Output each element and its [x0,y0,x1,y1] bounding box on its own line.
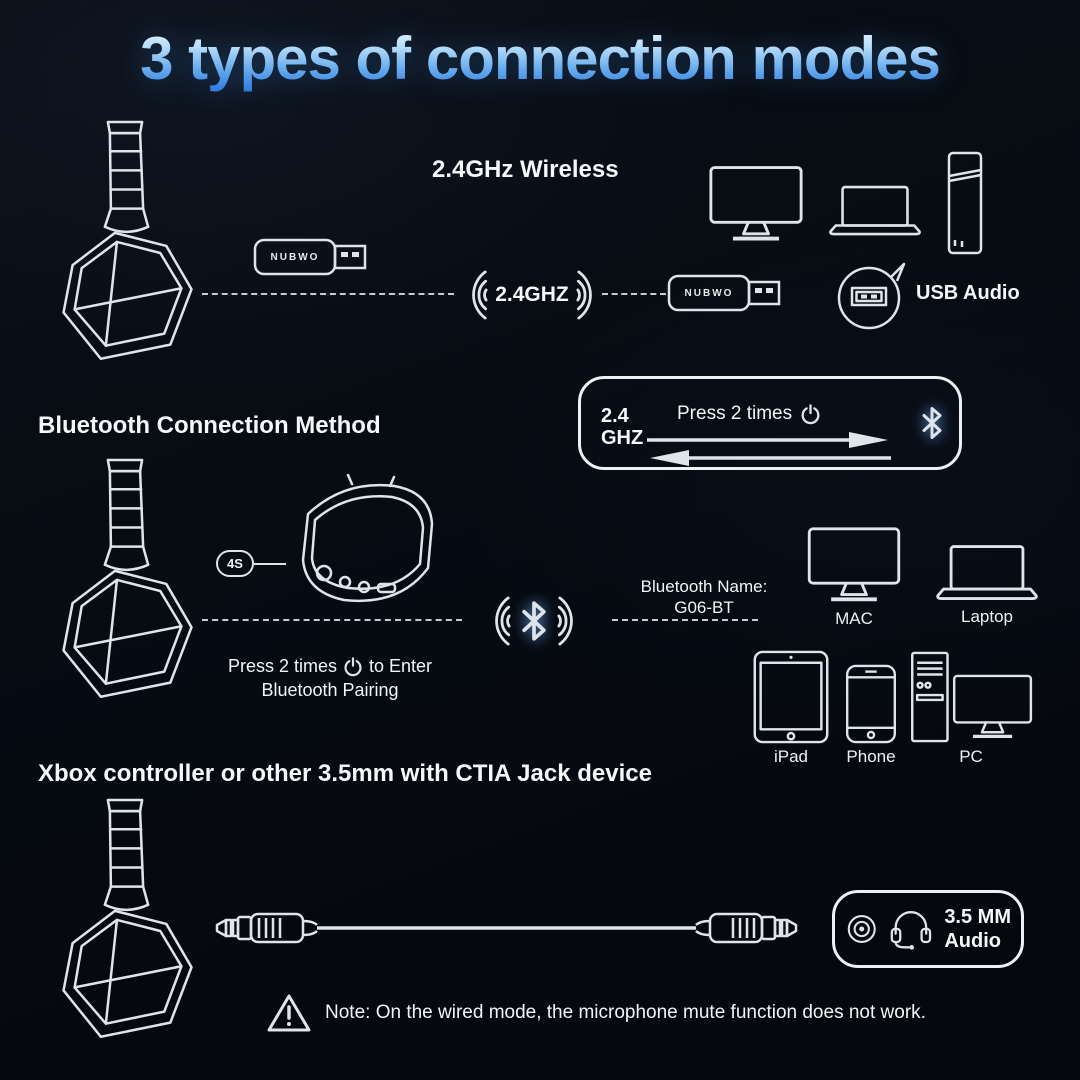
usb-dongle: NUBWO [252,232,374,282]
device-pc: PC [906,650,1036,767]
switch-arrows-icon [647,432,891,466]
frequency-label: 2.4 GHZ [601,405,643,449]
callout-line [254,563,286,565]
signal-waves-right-icon [576,267,600,323]
aux-audio-label: 3.5 MM Audio [944,905,1011,953]
press-before-label: Press 2 times [227,656,337,676]
usb-audio-icon [837,262,906,330]
signal-frequency-label: 2.4GHZ [495,283,569,306]
press-after-label: to Enter [368,656,433,676]
warning-icon [267,994,311,1032]
frequency-bottom: GHZ [601,427,644,449]
game-console-icon [947,151,983,255]
aux-audio-line1: 3.5 MM [944,906,1011,928]
device-label: MAC [835,609,873,628]
wired-heading: Xbox controller or other 3.5mm with CTIA… [38,760,652,787]
dongle-brand-label: NUBWO [684,287,734,299]
laptop-icon [828,180,922,242]
headset-mic-icon [891,911,932,950]
dashed-connector [202,619,462,621]
dashed-connector [202,293,454,295]
headset-illustration [50,796,202,1068]
device-ipad: iPad [752,650,830,767]
signal-waves-right-icon [557,593,581,649]
usb-audio-label: USB Audio [916,282,1020,304]
headset-illustration [50,456,202,728]
wired-note-text: Note: On the wired mode, the microphone … [325,1002,926,1023]
device-phone: Phone [842,664,900,767]
bluetooth-name: Bluetooth Name: G06-BT [628,576,780,618]
dongle-brand-label: NUBWO [270,251,320,263]
bluetooth-name-label: Bluetooth Name: [640,577,768,596]
wireless-signal: 2.4GHZ [456,266,608,324]
aux-audio-line2: Audio [944,930,1001,952]
press-instruction: Press 2 times [677,403,821,425]
bluetooth-press-instruction: Press 2 times to Enter Bluetooth Pairing [222,656,438,701]
press-label: Press 2 times [677,403,793,424]
dashed-connector [602,293,666,295]
bluetooth-signal [460,590,608,652]
earcup-controls-illustration [301,474,434,603]
monitor-icon [708,164,804,246]
bluetooth-heading: Bluetooth Connection Method [38,412,381,439]
frequency-top: 2.4 [601,405,629,427]
wireless-heading: 2.4GHz Wireless [432,156,619,183]
device-label: Phone [846,747,896,766]
laptop-icon [935,542,1039,604]
signal-waves-left-icon [464,267,488,323]
desktop-pc-icon [911,651,1033,743]
monitor-icon [800,526,908,606]
device-mac: MAC [798,526,910,629]
tablet-icon [753,650,829,744]
device-label: iPad [773,747,809,766]
phone-icon [846,664,896,744]
dashed-connector [612,619,758,621]
device-label: PC [959,747,983,766]
bluetooth-name-value: G06-BT [674,598,734,617]
bluetooth-icon [919,407,945,439]
device-label: Laptop [961,607,1013,626]
hold-duration-badge: 4S [216,550,254,577]
signal-waves-left-icon [487,593,511,649]
press-line2-label: Bluetooth Pairing [261,680,399,700]
power-icon [343,657,363,677]
audio-cable-illustration [215,912,798,944]
device-laptop: Laptop [934,542,1040,627]
usb-dongle: NUBWO [666,268,788,318]
headset-illustration [50,118,202,390]
aux-audio-box: 3.5 MM Audio [832,890,1024,968]
wired-note: Note: On the wired mode, the microphone … [266,992,926,1034]
jack-port-icon [847,914,876,944]
mode-switch-box: 2.4 GHZ Press 2 times [578,376,962,470]
page-title: 3 types of connection modes [0,24,1080,93]
bluetooth-icon [518,601,550,641]
power-icon [800,404,821,425]
